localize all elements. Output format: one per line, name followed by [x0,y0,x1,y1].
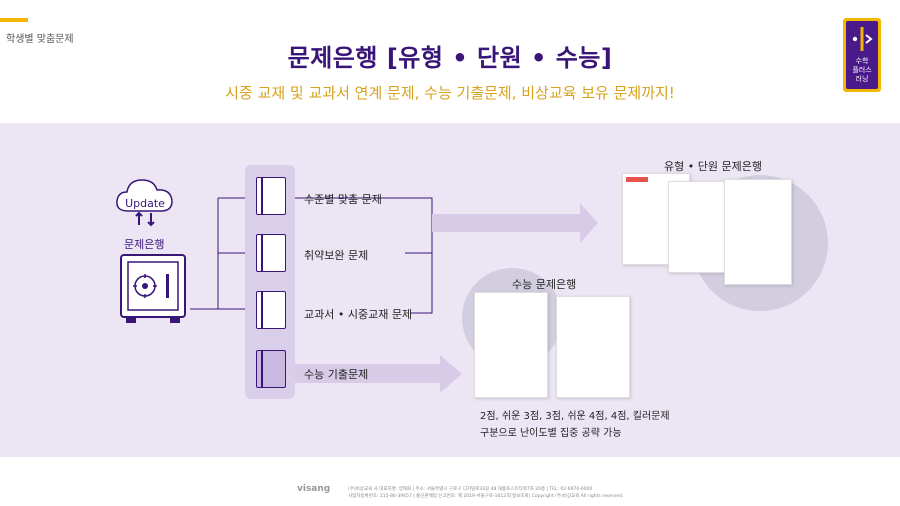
difficulty-note-line-1: 2점, 쉬운 3점, 3점, 쉬운 4점, 4점, 킬러문제 [480,411,670,422]
arrow-to-type-bank [432,203,598,243]
worksheet-thumbnail [724,179,792,285]
footer-info: (주)비상교육 사 대표자명: 양태회 | 주소: 서울특별시 구로구 디지털로… [348,486,623,500]
book-icon-textbook [256,291,286,329]
accent-bar [0,18,28,22]
category-level-label: 수준별 맞춤 문제 [304,193,382,206]
cloud-label: Update [125,197,165,210]
type-bank-title: 유형 • 단원 문제은행 [664,160,762,173]
book-icon-level [256,177,286,215]
book-icon-weakness [256,234,286,272]
badge-line-3: 러닝 [855,75,869,83]
breadcrumb: 학생별 맞춤문제 [6,34,74,45]
page-subtitle: 시중 교재 및 교과서 연계 문제, 수능 기출문제, 비상교육 보유 문제까지… [225,84,675,102]
connector-right [295,197,433,314]
brand-logo-icon [852,27,873,51]
visang-logo: visang [297,484,331,494]
category-textbook-label: 교과서 • 시중교재 문제 [304,308,413,321]
footer-line-1: (주)비상교육 사 대표자명: 양태회 | 주소: 서울특별시 구로구 디지털로… [348,487,593,492]
badge-label: 수학 플러스 러닝 [846,57,878,84]
worksheet-thumbnail [474,292,548,398]
connector-left [190,197,250,310]
safe-icon [120,254,186,323]
category-weakness-label: 취약보완 문제 [304,249,369,262]
arrow-to-suneung-bank [295,355,462,393]
category-suneung-label: 수능 기출문제 [304,368,369,381]
bank-label: 문제은행 [124,238,165,251]
book-icon-suneung [256,350,286,388]
badge-line-2: 플러스 [852,66,872,74]
cloud-update-icon: Update [116,179,173,227]
page-title: 문제은행 [유형 • 단원 • 수능] [287,44,613,72]
worksheet-thumbnail [556,296,630,398]
badge-line-1: 수학 [855,57,869,65]
suneung-bank-title: 수능 문제은행 [512,278,577,291]
math-plus-learning-badge: 수학 플러스 러닝 [843,18,881,92]
footer-line-2: 사업자등록번호: 215-86-39657 | 통신판매업 신고번호: 제 20… [348,494,624,499]
difficulty-note-line-2: 구분으로 난이도별 집중 공략 가능 [480,428,622,439]
